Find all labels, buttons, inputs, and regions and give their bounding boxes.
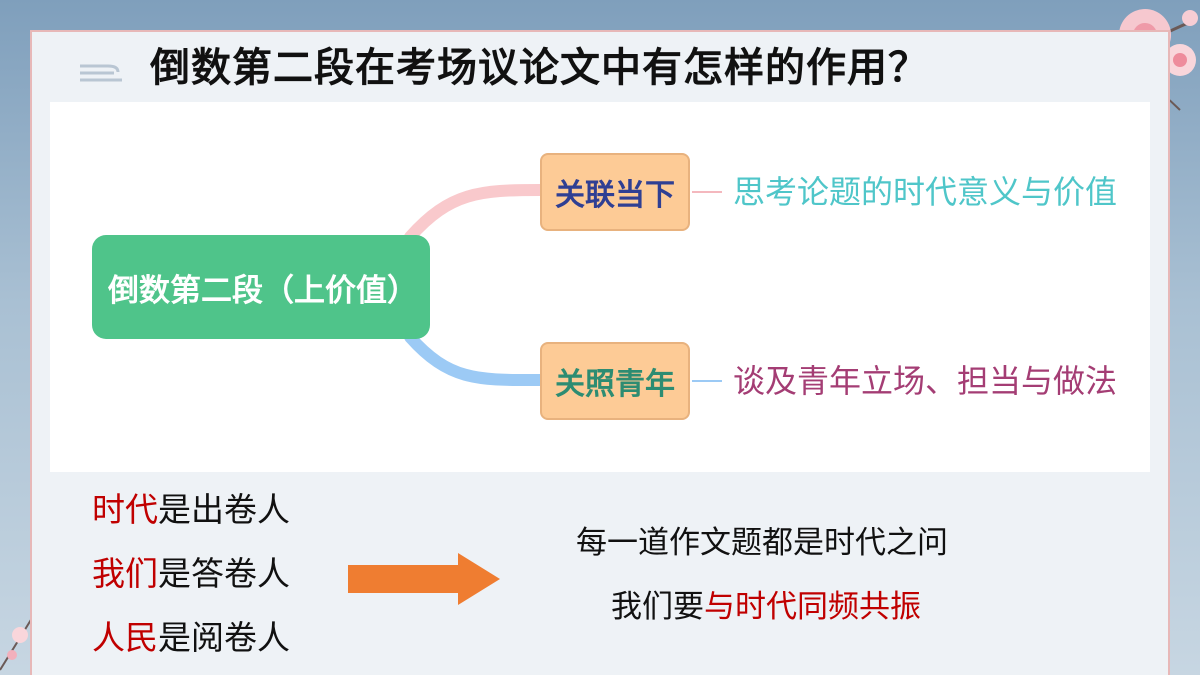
role-line: 人民是阅卷人 xyxy=(92,615,290,675)
mindmap-branch-node: 关联当下 xyxy=(540,153,690,231)
mindmap-leaf-text: 谈及青年立场、担当与做法 xyxy=(733,362,1118,400)
roles-list: 时代是出卷人 我们是答卷人 人民是阅卷人 xyxy=(92,487,290,675)
role-text: 是出卷人 xyxy=(158,490,290,529)
conclusion-prefix: 我们要 xyxy=(611,589,704,625)
root-node-label: 倒数第二段（上价值） xyxy=(108,272,418,309)
conclusion-line-2: 我们要与时代同频共振 xyxy=(611,581,921,626)
role-highlight: 我们 xyxy=(92,554,158,593)
mindmap-connectors xyxy=(404,184,722,387)
role-text: 是答卷人 xyxy=(158,554,290,593)
mindmap-panel: 倒数第二段（上价值） 关联当下 思考论题的时代意义与价值 关照青年 谈及青年立场… xyxy=(50,102,1150,472)
branch-node-label: 关联当下 xyxy=(555,178,675,213)
role-line: 时代是出卷人 xyxy=(92,487,290,551)
mindmap-root-node: 倒数第二段（上价值） xyxy=(92,235,430,339)
role-text: 是阅卷人 xyxy=(158,618,290,657)
branch-node-label: 关照青年 xyxy=(555,367,675,402)
role-line: 我们是答卷人 xyxy=(92,551,290,615)
conclusion-highlight: 与时代同频共振 xyxy=(704,589,921,625)
role-highlight: 时代 xyxy=(92,490,158,529)
conclusion-line-1: 每一道作文题都是时代之问 xyxy=(576,525,948,561)
cloud-swirl-icon xyxy=(80,64,122,82)
mindmap-branch-node: 关照青年 xyxy=(540,342,690,420)
role-highlight: 人民 xyxy=(92,618,158,657)
right-arrow-icon xyxy=(348,553,500,605)
mindmap-leaf-text: 思考论题的时代意义与价值 xyxy=(733,173,1118,211)
page-title: 倒数第二段在考场议论文中有怎样的作用？ xyxy=(150,45,929,91)
